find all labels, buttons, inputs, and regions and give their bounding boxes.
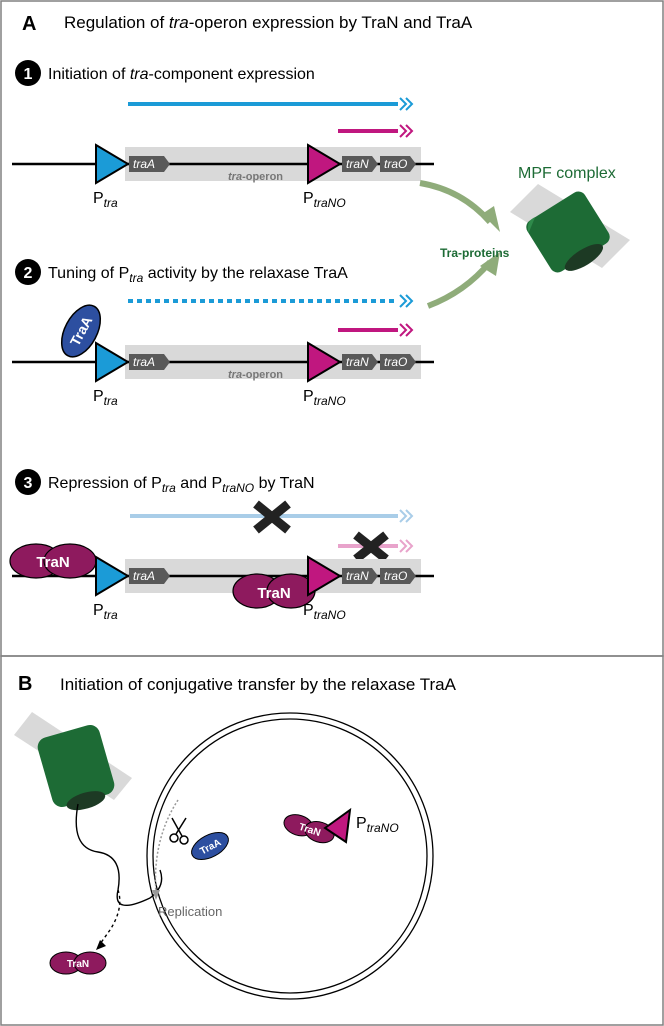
panelb-ptrano-promoter — [323, 807, 352, 844]
step3-transcript-long-arrowhead-a — [399, 509, 408, 523]
tran-export-arrow — [99, 889, 121, 945]
step2-transcript-short-arrowhead-a — [399, 323, 408, 337]
step1-ptra-promoter — [95, 143, 130, 185]
step3-traN-protein-left: TraN — [9, 543, 97, 579]
panel-b-frame — [0, 655, 664, 1026]
step2-operon-label: tra-operon — [228, 369, 283, 381]
step1-number: 1 — [24, 66, 33, 83]
panel-b-title: Initiation of conjugative transfer by th… — [60, 675, 457, 694]
green-arrow-from-step2 — [426, 260, 493, 309]
plasmid-outer-ring — [146, 712, 434, 1000]
step3-transcript-short-arrowhead-a — [399, 539, 408, 553]
step3-gene-traA — [129, 568, 170, 584]
step1-gene-traN — [342, 156, 378, 172]
step1-ptrano-label: PtraNO — [303, 190, 346, 210]
replication-label: Replication — [158, 904, 222, 919]
step2-ptra-label: Ptra — [93, 388, 118, 408]
replication-arrowhead — [152, 890, 160, 900]
panel-a-frame — [0, 0, 664, 657]
step2-gene-traN-label: traN — [346, 355, 369, 369]
step2-ptrano-label: PtraNO — [303, 388, 346, 408]
panelb-ptrano-label: PtraNO — [356, 815, 399, 835]
step1-label: Initiation of tra-component expression — [48, 66, 315, 83]
step3-ptra-label: Ptra — [93, 602, 118, 622]
step1-gene-traO — [380, 156, 416, 172]
step3-ptrano-label: PtraNO — [303, 602, 346, 622]
step2-number-badge — [15, 259, 41, 285]
step2-gene-traA-label: traA — [133, 355, 155, 369]
tran-export-arrowhead — [96, 940, 106, 950]
step1-ptrano-promoter — [307, 143, 342, 185]
step3-block-x-long — [253, 500, 291, 534]
panelb-traA-protein: TraA — [191, 831, 229, 861]
step2-gene-traO-label: traO — [384, 355, 407, 369]
plasmid-inner-ring — [152, 718, 428, 994]
step3-traN-protein-middle: TraN — [232, 573, 316, 609]
step2-gene-traN — [342, 354, 378, 370]
step3-ptra-promoter — [95, 555, 130, 597]
mpf-complex-label: MPF complex — [518, 165, 616, 182]
panelb-traN-protein-free: TraN — [49, 951, 107, 975]
step3-gene-traN-label: traN — [346, 569, 369, 583]
panel-a-letter: A — [22, 13, 36, 35]
step3-gene-traA-label: traA — [133, 569, 155, 583]
step3-number-badge — [15, 469, 41, 495]
transferred-dna-strand — [75, 803, 163, 907]
step2-transcript-dashed-arrowhead — [399, 294, 413, 308]
green-arrowhead-1 — [482, 206, 500, 232]
step2-number: 2 — [24, 265, 33, 282]
step1-gene-traA — [129, 156, 170, 172]
step3-gene-traO — [380, 568, 416, 584]
step2-transcript-short-arrowhead-b — [405, 323, 414, 337]
step3-number: 3 — [24, 475, 33, 492]
step2-ptrano-promoter — [307, 341, 342, 383]
step1-gene-traN-label: traN — [346, 157, 369, 171]
step3-ptrano-promoter — [307, 555, 342, 597]
panelb-mpf-complex-icon — [14, 712, 132, 811]
step1-number-badge — [15, 60, 41, 86]
mpf-complex-icon — [510, 184, 630, 273]
svg-text:TraN: TraN — [257, 585, 290, 602]
step1-gene-traA-label: traA — [133, 157, 155, 171]
step3-gene-traN — [342, 568, 378, 584]
scissors-icon — [169, 817, 189, 845]
green-arrowhead-2 — [480, 252, 500, 276]
step1-transcript-short-arrowhead-a — [399, 124, 408, 138]
green-arrow-from-step1 — [419, 180, 493, 224]
panel-a-title: Regulation of tra-operon expression by T… — [64, 13, 473, 32]
step2-ptra-promoter — [95, 341, 130, 383]
tra-proteins-label: Tra-proteins — [440, 246, 510, 260]
step2-label: Tuning of Ptra activity by the relaxase … — [48, 265, 348, 285]
step1-gene-traO-label: traO — [384, 157, 407, 171]
step2-gene-traA — [129, 354, 170, 370]
step1-transcript-short-arrowhead-b — [405, 124, 414, 138]
step1-ptra-label: Ptra — [93, 190, 118, 210]
step3-transcript-short-arrowhead-b — [405, 539, 414, 553]
step3-transcript-long-arrowhead-b — [405, 509, 414, 523]
step3-block-x-short — [353, 531, 389, 563]
step2-gene-traO — [380, 354, 416, 370]
panel-b-letter: B — [18, 673, 32, 695]
step1-operon-label: tra-operon — [228, 171, 283, 183]
replication-arrow — [154, 799, 179, 895]
step2-traA-protein: TraA — [60, 304, 102, 358]
svg-text:TraN: TraN — [36, 554, 69, 571]
svg-text:TraN: TraN — [67, 959, 89, 970]
step3-gene-traO-label: traO — [384, 569, 407, 583]
step1-transcript-long-arrowhead — [399, 97, 413, 111]
step3-label: Repression of Ptra and PtraNO by TraN — [48, 475, 315, 495]
